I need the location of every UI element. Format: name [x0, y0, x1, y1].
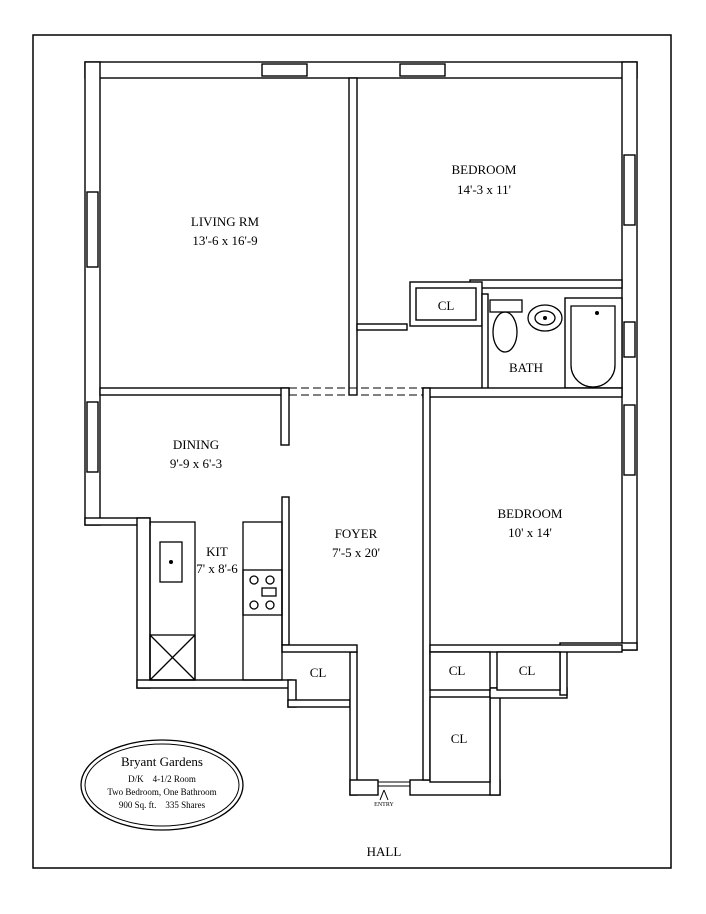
entry-label: ENTRY — [374, 802, 394, 808]
room-labels: LIVING RM 13'-6 x 16'-9 BEDROOM 14'-3 x … — [170, 162, 563, 859]
bedroom2-dims: 10' x 14' — [508, 525, 552, 540]
legend-oval: Bryant Gardens D/K 4-1/2 Room Two Bedroo… — [80, 739, 244, 831]
legend-title: Bryant Gardens — [121, 754, 203, 769]
foyer-dims: 7'-5 x 20' — [332, 545, 380, 560]
legend-line2: Two Bedroom, One Bathroom — [107, 787, 216, 797]
kitchen-sink-icon — [159, 541, 183, 583]
dining-label: DINING — [173, 437, 219, 452]
bathtub-icon — [570, 305, 616, 388]
legend-line1: D/K 4-1/2 Room — [128, 774, 196, 784]
bedroom1-dims: 14'-3 x 11' — [457, 182, 511, 197]
living-room-label: LIVING RM — [191, 214, 260, 229]
stove-icon — [242, 569, 283, 616]
closet-label: CL — [519, 663, 536, 678]
entry-arrow-icon — [379, 789, 389, 801]
hall-label: HALL — [367, 844, 402, 859]
bedroom1-label: BEDROOM — [451, 162, 516, 177]
kitchen-fixtures — [149, 521, 283, 681]
page-border — [32, 34, 672, 869]
toilet-icon — [492, 311, 518, 353]
legend-line3: 900 Sq. ft. 335 Shares — [119, 800, 206, 810]
kitchen-label: KIT — [206, 544, 228, 559]
bedroom2-label: BEDROOM — [497, 506, 562, 521]
foyer-label: FOYER — [335, 526, 378, 541]
entry-door — [378, 781, 410, 801]
dining-dims: 9'-9 x 6'-3 — [170, 456, 222, 471]
closet-label: CL — [310, 665, 327, 680]
walls — [84, 61, 638, 796]
closet-label: CL — [449, 663, 466, 678]
closet-label: CL — [451, 731, 468, 746]
living-room-dims: 13'-6 x 16'-9 — [192, 233, 257, 248]
bath-label: BATH — [509, 360, 543, 375]
bath-sink-icon — [527, 304, 563, 332]
bath-fixtures — [489, 299, 616, 388]
closet-label: CL — [438, 298, 455, 313]
refrigerator-icon — [149, 634, 196, 681]
kitchen-dims: 7' x 8'-6 — [196, 561, 238, 576]
